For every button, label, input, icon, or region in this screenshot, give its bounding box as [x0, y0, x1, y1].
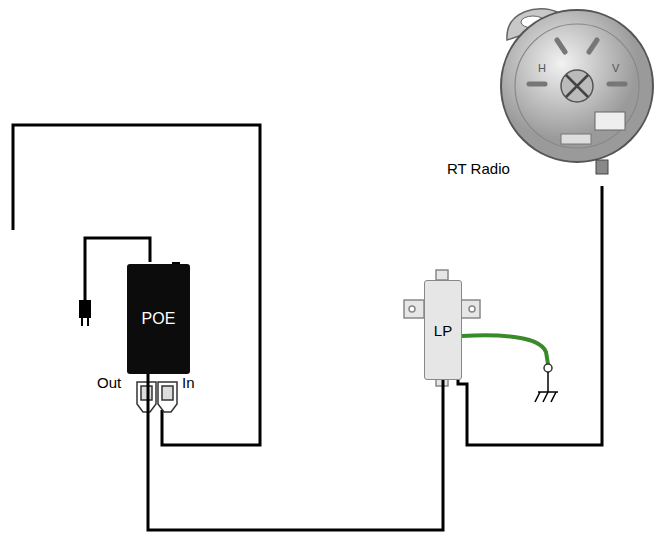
device-label: RT Radio [447, 160, 510, 177]
polarity-mark: H [538, 62, 546, 74]
poe-injector: POE [127, 264, 190, 374]
port-label: Out [97, 374, 121, 391]
lp-flanges [404, 270, 480, 386]
ethernet-cable [458, 186, 602, 445]
lightning-protector: LP [424, 280, 462, 380]
box-label: POE [142, 310, 176, 328]
radio-illustration [445, 0, 658, 186]
polarity-mark: V [612, 62, 619, 74]
port-label: In [182, 374, 195, 391]
lan-cable [13, 125, 260, 445]
box-label: LP [434, 322, 452, 339]
rj45-plugs [137, 382, 177, 412]
ethernet-cable [148, 374, 443, 530]
ground-wire [462, 335, 558, 402]
rt-radio: RT Radio [445, 0, 658, 186]
